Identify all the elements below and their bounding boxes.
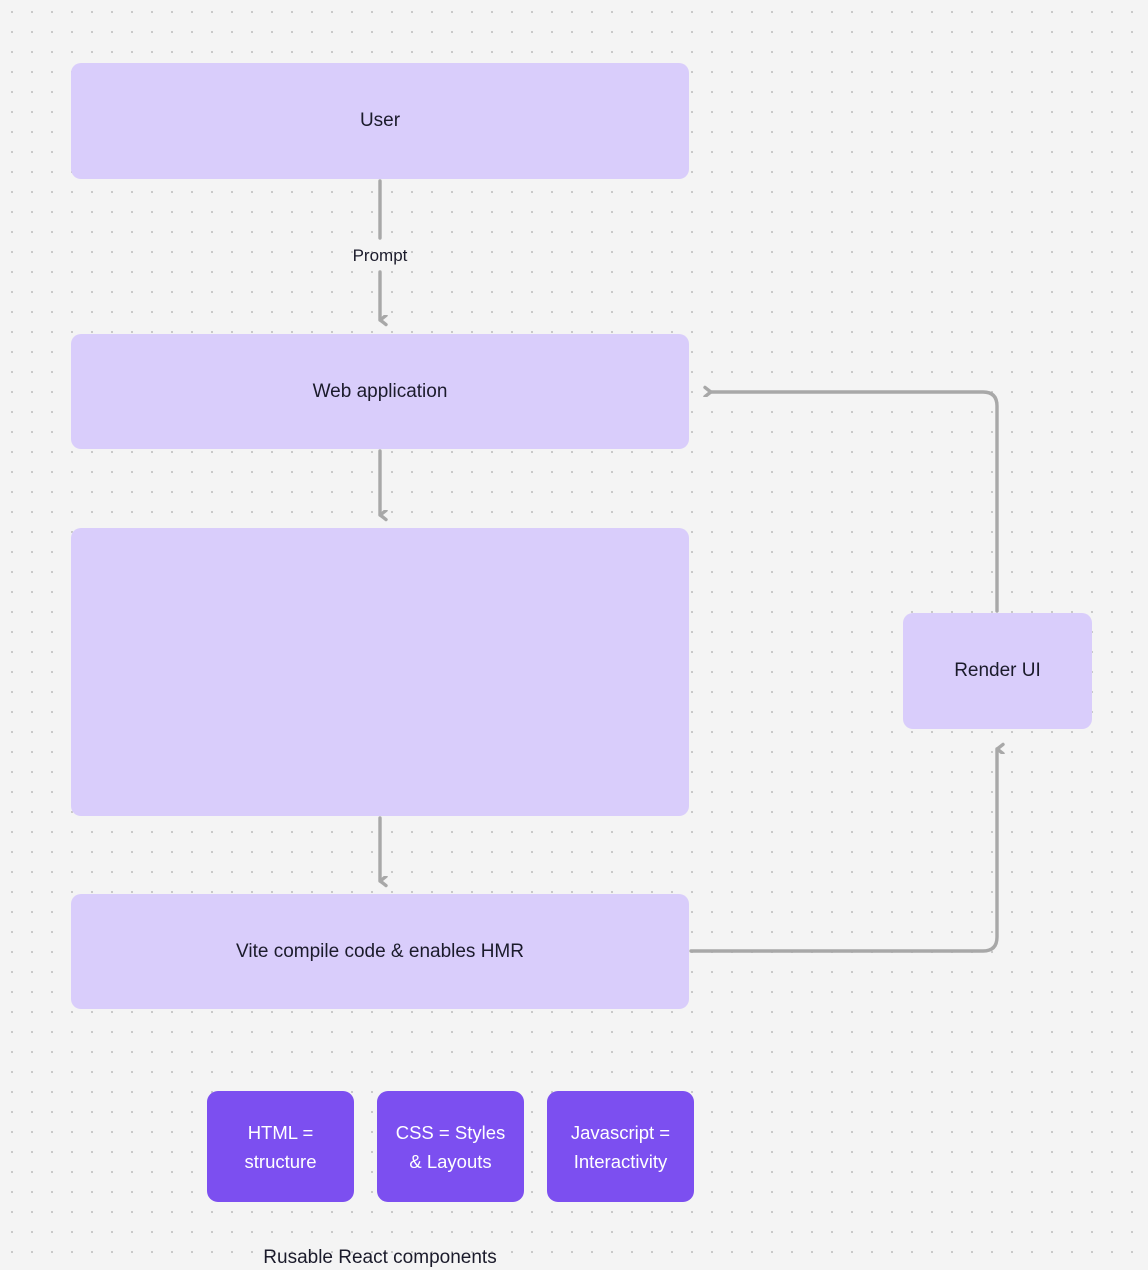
chip-javascript-label: Javascript = Interactivity [570,1121,671,1172]
node-reusable-react-components-label: Rusable React components [263,1247,497,1268]
node-web-application-label: Web application [312,380,448,402]
edge-vite-to-render [689,749,997,953]
node-reusable-react-components[interactable]: HTML = structure CSS = Styles & Layouts … [71,528,694,1268]
node-web-application[interactable]: Web application [71,334,689,449]
node-user[interactable]: User [71,63,689,179]
edge-label-prompt: Prompt [352,246,408,265]
node-vite-compile[interactable]: Vite compile code & enables HMR [71,894,689,1009]
chip-html[interactable]: HTML = structure [207,1091,354,1202]
node-render-ui[interactable]: Render UI [903,613,1092,729]
node-vite-compile-label: Vite compile code & enables HMR [236,940,524,962]
edge-render-to-webapp [711,392,999,613]
chip-css[interactable]: CSS = Styles & Layouts [377,1091,524,1202]
node-user-label: User [359,110,401,131]
chip-html-label: HTML = structure [244,1121,317,1172]
node-render-ui-label: Render UI [954,660,1041,681]
chip-css-label: CSS = Styles & Layouts [395,1121,506,1172]
chip-javascript[interactable]: Javascript = Interactivity [547,1091,694,1202]
